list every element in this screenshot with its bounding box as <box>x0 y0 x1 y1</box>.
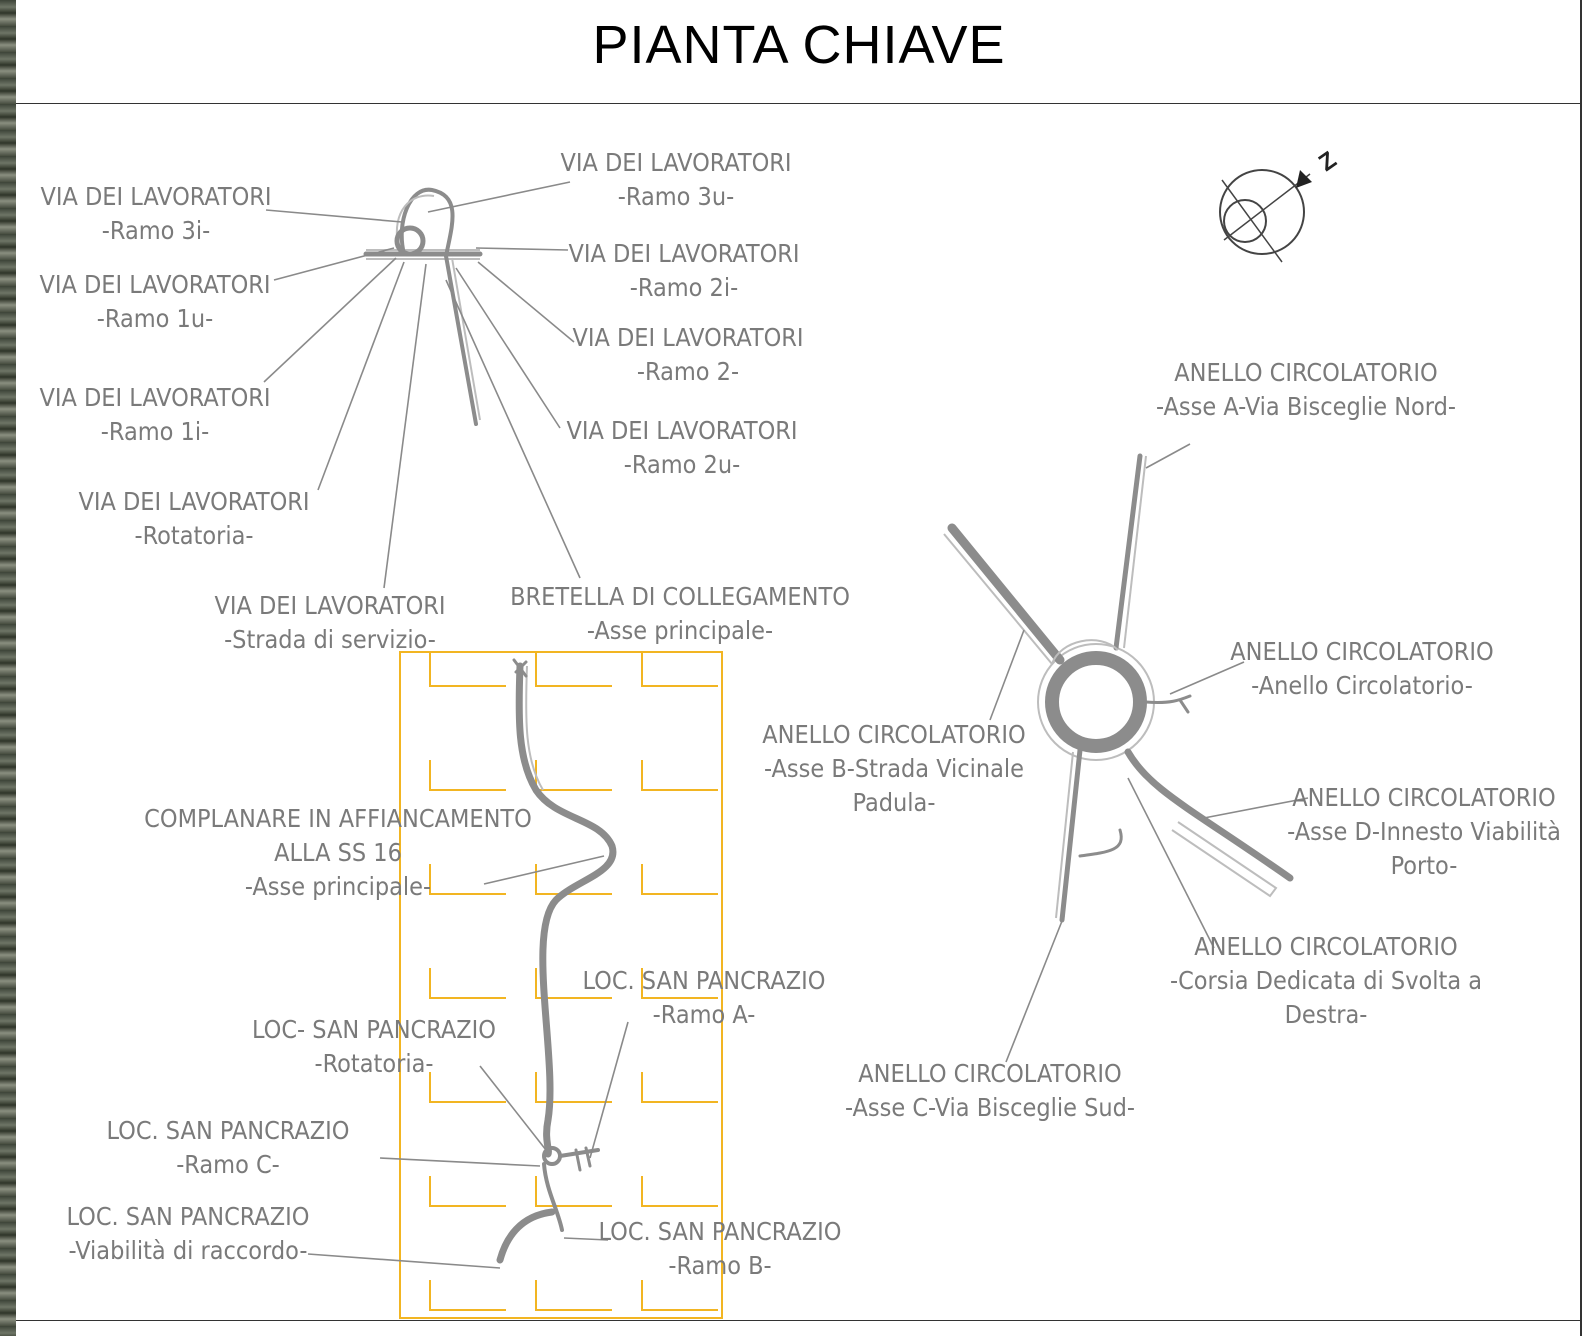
sheet-grid <box>399 651 723 1319</box>
page-title: PIANTA CHIAVE <box>592 15 1006 75</box>
label-line: VIA DEI LAVORATORI <box>560 148 791 177</box>
label-ac-asse-a: ANELLO CIRCOLATORIO -Asse A-Via Biscegli… <box>1156 358 1456 421</box>
label-line: LOC. SAN PANCRAZIO <box>582 966 825 995</box>
label-line: -Strada di servizio- <box>224 625 436 654</box>
label-line: ANELLO CIRCOLATORIO <box>762 720 1025 749</box>
label-line: Padula- <box>853 788 936 817</box>
label-complanare: COMPLANARE IN AFFIANCAMENTO ALLA SS 16 -… <box>144 804 532 901</box>
label-line: -Ramo C- <box>176 1150 280 1179</box>
label-sp-ramo-b: LOC. SAN PANCRAZIO -Ramo B- <box>598 1217 841 1280</box>
label-bretella: BRETELLA DI COLLEGAMENTO -Asse principal… <box>510 582 850 645</box>
label-line: -Ramo 2u- <box>624 450 740 479</box>
bottom-rule <box>16 1320 1582 1321</box>
anello-circolatorio-plan <box>943 453 1294 923</box>
title-bar: PIANTA CHIAVE <box>16 0 1582 104</box>
leader-lines <box>263 181 1309 1269</box>
label-line: COMPLANARE IN AFFIANCAMENTO <box>144 804 532 833</box>
label-line: -Viabilità di raccordo- <box>69 1236 308 1265</box>
label-ac-anello: ANELLO CIRCOLATORIO -Anello Circolatorio… <box>1230 637 1493 700</box>
label-line: ANELLO CIRCOLATORIO <box>1230 637 1493 666</box>
label-line: LOC. SAN PANCRAZIO <box>106 1116 349 1145</box>
label-vl-ramo-3i: VIA DEI LAVORATORI -Ramo 3i- <box>40 182 271 245</box>
label-line: ANELLO CIRCOLATORIO <box>1194 932 1457 961</box>
drawing-frame <box>16 0 1582 1336</box>
label-ac-asse-b: ANELLO CIRCOLATORIO -Asse B-Strada Vicin… <box>762 720 1025 817</box>
north-arrow-icon: Z <box>1219 146 1342 263</box>
label-line: -Rotatoria- <box>315 1049 434 1078</box>
label-line: ANELLO CIRCOLATORIO <box>1292 783 1555 812</box>
label-line: VIA DEI LAVORATORI <box>214 591 445 620</box>
label-line: -Ramo 2- <box>637 357 739 386</box>
label-ac-corsia: ANELLO CIRCOLATORIO -Corsia Dedicata di … <box>1170 932 1482 1029</box>
label-vl-ramo-2u: VIA DEI LAVORATORI -Ramo 2u- <box>566 416 797 479</box>
label-vl-ramo-2: VIA DEI LAVORATORI -Ramo 2- <box>572 323 803 386</box>
label-line: -Ramo B- <box>668 1251 771 1280</box>
label-line: VIA DEI LAVORATORI <box>39 383 270 412</box>
label-line: -Ramo 3u- <box>618 182 734 211</box>
label-line: -Ramo A- <box>653 1000 756 1029</box>
label-line: ANELLO CIRCOLATORIO <box>858 1059 1121 1088</box>
via-dei-lavoratori-plan <box>363 187 483 426</box>
label-line: BRETELLA DI COLLEGAMENTO <box>510 582 850 611</box>
label-vl-ramo-1u: VIA DEI LAVORATORI -Ramo 1u- <box>39 270 270 333</box>
label-vl-rotatoria: VIA DEI LAVORATORI -Rotatoria- <box>78 487 309 550</box>
label-line: -Ramo 2i- <box>630 273 738 302</box>
label-line: -Asse B-Strada Vicinale <box>764 754 1024 783</box>
label-sp-raccordo: LOC. SAN PANCRAZIO -Viabilità di raccord… <box>66 1202 309 1265</box>
left-edge-photo-strip <box>0 0 16 1336</box>
sheet-grid-border <box>399 651 723 1319</box>
label-line: VIA DEI LAVORATORI <box>572 323 803 352</box>
complanare-plan <box>496 658 617 1264</box>
label-line: -Rotatoria- <box>135 521 254 550</box>
label-sp-ramo-a: LOC. SAN PANCRAZIO -Ramo A- <box>582 966 825 1029</box>
label-line: -Ramo 1i- <box>101 417 209 446</box>
label-line: -Ramo 3i- <box>102 216 210 245</box>
north-label: Z <box>1314 146 1342 177</box>
label-line: -Asse A-Via Bisceglie Nord- <box>1156 392 1456 421</box>
label-line: VIA DEI LAVORATORI <box>568 239 799 268</box>
label-line: -Ramo 1u- <box>97 304 213 333</box>
label-sp-rotatoria: LOC- SAN PANCRAZIO -Rotatoria- <box>252 1015 496 1078</box>
label-line: -Asse D-Innesto Viabilità <box>1287 817 1561 846</box>
label-line: VIA DEI LAVORATORI <box>39 270 270 299</box>
label-line: -Anello Circolatorio- <box>1251 671 1473 700</box>
label-vl-ramo-1i: VIA DEI LAVORATORI -Ramo 1i- <box>39 383 270 446</box>
label-line: ANELLO CIRCOLATORIO <box>1174 358 1437 387</box>
label-line: VIA DEI LAVORATORI <box>78 487 309 516</box>
label-line: LOC. SAN PANCRAZIO <box>598 1217 841 1246</box>
label-line: -Asse C-Via Bisceglie Sud- <box>845 1093 1135 1122</box>
label-vl-ramo-2i: VIA DEI LAVORATORI -Ramo 2i- <box>568 239 799 302</box>
label-line: VIA DEI LAVORATORI <box>566 416 797 445</box>
label-line: -Corsia Dedicata di Svolta a <box>1170 966 1482 995</box>
label-line: Destra- <box>1285 1000 1368 1029</box>
label-vl-strada-servizio: VIA DEI LAVORATORI -Strada di servizio- <box>214 591 445 654</box>
label-line: -Asse principale- <box>587 616 773 645</box>
label-ac-asse-c: ANELLO CIRCOLATORIO -Asse C-Via Biscegli… <box>845 1059 1135 1122</box>
label-line: Porto- <box>1391 851 1458 880</box>
label-line: VIA DEI LAVORATORI <box>40 182 271 211</box>
label-vl-ramo-3u: VIA DEI LAVORATORI -Ramo 3u- <box>560 148 791 211</box>
label-line: ALLA SS 16 <box>274 838 402 867</box>
label-ac-asse-d: ANELLO CIRCOLATORIO -Asse D-Innesto Viab… <box>1287 783 1561 880</box>
label-line: -Asse principale- <box>245 872 431 901</box>
label-line: LOC. SAN PANCRAZIO <box>66 1202 309 1231</box>
label-sp-ramo-c: LOC. SAN PANCRAZIO -Ramo C- <box>106 1116 349 1179</box>
label-line: LOC- SAN PANCRAZIO <box>252 1015 496 1044</box>
